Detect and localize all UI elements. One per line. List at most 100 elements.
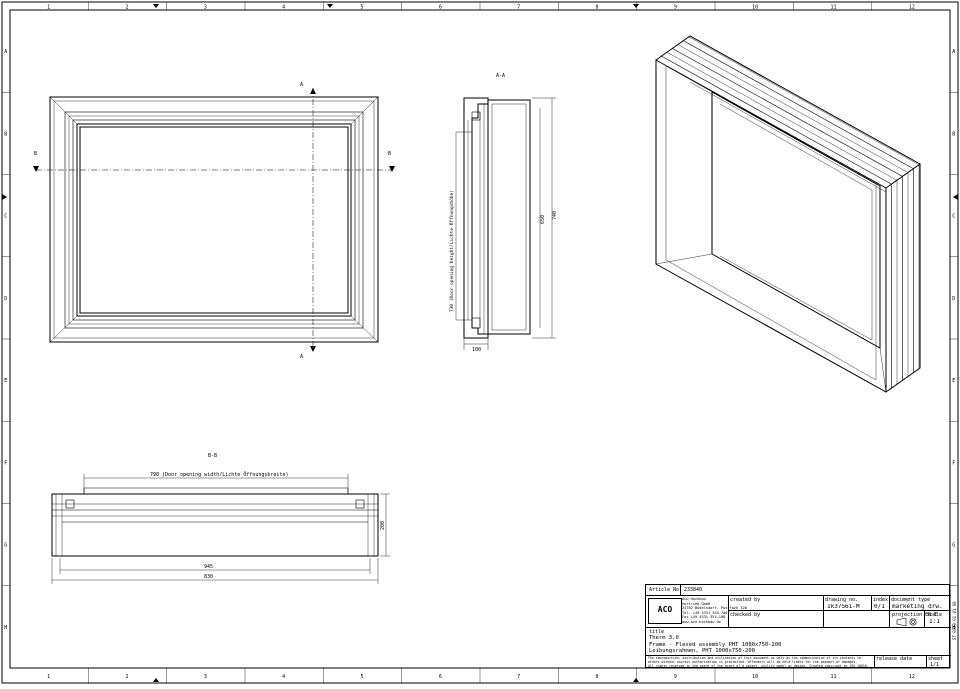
section-a-body <box>487 99 531 335</box>
dim-650: 650 <box>540 215 546 224</box>
zone-col-top: 10 <box>752 5 758 11</box>
zone-col-bottom: 2 <box>126 674 129 680</box>
inner-border <box>9 9 951 669</box>
iso-depth-layer <box>672 48 903 381</box>
iso-frame-face <box>655 59 887 393</box>
index-value: 0/1 <box>874 604 885 610</box>
zone-col-top: 8 <box>596 5 599 11</box>
frame-outer-edge <box>49 96 379 343</box>
company-line: www.aco-hochbau.de <box>682 619 721 624</box>
company-logo: ACO <box>648 598 682 624</box>
zone-col-bottom: 3 <box>204 674 207 680</box>
section-a-a-view: A-A 740 650 730 (Door opening height/Lic… <box>448 73 558 353</box>
zone-row-right: D <box>952 296 955 302</box>
zone-row-left: B <box>4 131 7 137</box>
centering-mark <box>153 4 159 8</box>
index-label: index <box>873 597 889 603</box>
copyright-notice: The reproduction, distribution and utili… <box>648 656 869 669</box>
centering-mark <box>2 194 7 200</box>
scale-value: 1:1 <box>929 619 940 625</box>
side-code: ST 0000 01 01 00 <box>952 601 957 640</box>
created-by-label: created by <box>730 597 761 603</box>
zone-col-bottom: 10 <box>752 674 758 680</box>
notice-line: All rights reserved in the event of the … <box>648 664 869 669</box>
company-line: Tel. +49 4331 354-700 <box>682 610 728 615</box>
zone-row-right: F <box>952 460 955 466</box>
dim-depth-a: 100 <box>472 347 481 353</box>
section-mark-a-bottom: A <box>300 354 303 360</box>
section-b-b-view: B-B 798 (Door opening width/Lichte Öffnu… <box>51 453 390 584</box>
zone-col-top: 1 <box>47 5 50 11</box>
checked-by-label: checked by <box>730 612 761 618</box>
frame-opening <box>79 126 349 314</box>
zone-row-right: G <box>952 543 955 549</box>
dim-830: 830 <box>204 574 213 580</box>
zone-row-right: E <box>952 378 955 384</box>
company-line: Fax +49 4331 354-188 <box>682 615 726 620</box>
section-mark-b-left: B <box>34 151 37 157</box>
iso-depth-layer <box>683 40 914 373</box>
title-label: title <box>649 629 665 635</box>
centering-mark <box>633 4 639 8</box>
centering-mark <box>953 194 958 200</box>
iso-depth-layer <box>688 36 920 369</box>
zone-col-bottom: 9 <box>674 674 677 680</box>
section-mark-a-top: A <box>300 82 303 88</box>
section-b-b-title: B-B <box>208 453 217 459</box>
title-line: Leibungsrahmen, PHT 1000x750-200 <box>649 648 755 654</box>
iso-depth-layer <box>661 55 892 389</box>
zone-col-bottom: 6 <box>439 674 442 680</box>
zone-col-bottom: 4 <box>282 674 285 680</box>
section-mark-b-right: B <box>388 151 391 157</box>
zone-col-bottom: 11 <box>831 674 837 680</box>
company-line: Vertrieb GmbH <box>682 601 711 606</box>
dim-depth-b: 200 <box>380 521 386 530</box>
zone-row-left: G <box>4 543 7 549</box>
zone-col-bottom: 12 <box>909 674 915 680</box>
zone-row-left: C <box>4 214 7 220</box>
sheet-value: 1/1 <box>930 662 940 668</box>
zone-col-top: 2 <box>126 5 129 11</box>
zone-col-top: 3 <box>204 5 207 11</box>
dim-945: 945 <box>204 564 213 570</box>
company-line: ACO Hochbau <box>682 597 706 601</box>
section-b-body <box>51 493 379 557</box>
zone-row-left: F <box>4 460 7 466</box>
zone-col-top: 5 <box>361 5 364 11</box>
isometric-view <box>655 35 921 393</box>
projection-symbol-icon <box>896 618 917 626</box>
doc-type-label: document type <box>891 597 931 603</box>
notice-line: The reproduction, distribution and utili… <box>648 656 862 660</box>
front-view: A A B B <box>33 82 395 360</box>
sheet-label: sheet <box>928 656 944 662</box>
release-date-label: release date <box>876 656 913 662</box>
zone-row-right: B <box>952 131 955 137</box>
drawing-no-label: drawing no. <box>825 597 859 603</box>
centering-mark <box>327 4 333 8</box>
zone-col-top: 12 <box>909 5 915 11</box>
article-label: Article No. <box>649 587 683 593</box>
zone-row-right: A <box>952 49 955 55</box>
zone-col-bottom: 1 <box>47 674 50 680</box>
section-a-a-title: A-A <box>496 73 505 79</box>
zone-row-right: H <box>952 625 955 631</box>
zone-row-left: D <box>4 296 7 302</box>
zone-row-left: H <box>4 625 7 631</box>
centering-mark <box>633 678 639 682</box>
zone-col-top: 6 <box>439 5 442 11</box>
zone-row-right: C <box>952 214 955 220</box>
notice-line: others without express authorization is … <box>648 660 858 665</box>
dim-740: 740 <box>552 211 558 220</box>
drawing-no: 1k37561-M <box>827 604 860 610</box>
zone-col-bottom: 5 <box>361 674 364 680</box>
zone-col-top: 11 <box>831 5 837 11</box>
zone-row-left: A <box>4 49 7 55</box>
title-line: Therm 3.0 <box>649 635 679 641</box>
zone-row-left: E <box>4 378 7 384</box>
centering-mark <box>153 678 159 682</box>
